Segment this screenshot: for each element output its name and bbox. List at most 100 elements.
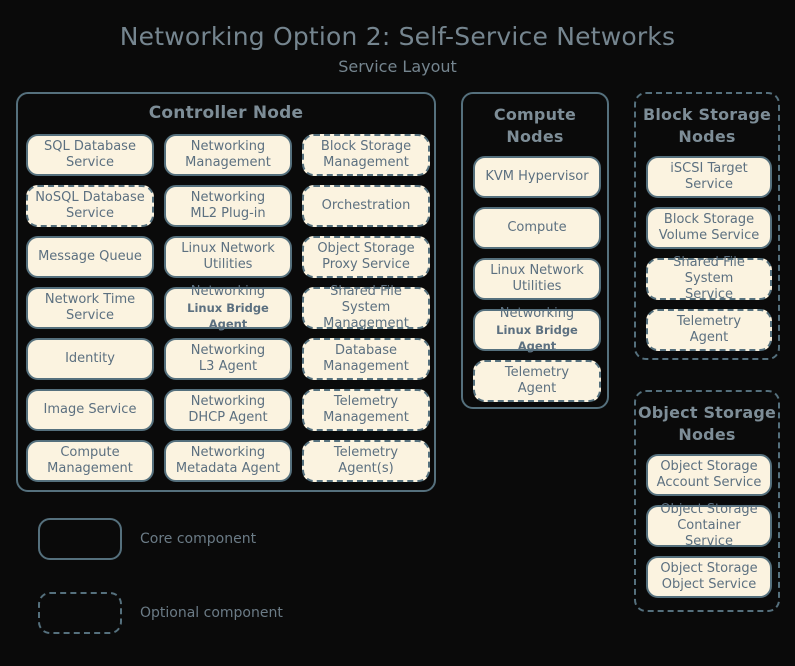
component-label-line2: Management xyxy=(323,316,409,331)
component-label-line2: Volume Service xyxy=(658,228,760,243)
component-label-line1: Block Storage xyxy=(320,139,412,154)
component-label-line1: Compute xyxy=(60,445,120,460)
component-label-line2: L3 Agent xyxy=(198,359,258,374)
page-title: Networking Option 2: Self-Service Networ… xyxy=(119,22,676,51)
component-box[interactable]: Identity xyxy=(26,338,154,380)
component-label-line1: Networking xyxy=(190,190,266,205)
component-label-line1: Telemetry xyxy=(333,394,399,409)
compute-nodes-title: Compute Nodes xyxy=(493,105,577,146)
component-box[interactable]: Message Queue xyxy=(26,236,154,278)
component-label-line2: Object Service xyxy=(661,577,757,592)
component-label-line1: Block Storage xyxy=(663,212,755,227)
component-label-line1: Orchestration xyxy=(321,198,411,213)
component-label-line1: Network Time xyxy=(44,292,136,307)
component-label-line2: Management xyxy=(323,410,409,425)
object-storage-nodes-title: Object Storage Nodes xyxy=(637,403,777,444)
component-box[interactable]: KVM Hypervisor xyxy=(473,156,601,198)
component-label-line1: Image Service xyxy=(43,402,137,417)
component-label-line1: Networking xyxy=(190,343,266,358)
component-label-line1: Networking xyxy=(499,306,575,321)
component-label-line1: Linux Network xyxy=(490,263,584,278)
component-label-line2: Service xyxy=(684,177,734,192)
component-label-line1: Identity xyxy=(65,351,115,366)
component-box[interactable]: Compute xyxy=(473,207,601,249)
legend-row: Core component xyxy=(38,518,378,560)
title-block: Networking Option 2: Self-Service Networ… xyxy=(0,22,795,77)
component-label-line2: Service xyxy=(65,206,115,221)
legend-row: Optional component xyxy=(38,592,378,634)
component-label-line1: NoSQL Database xyxy=(35,190,145,205)
controller-node-title: Controller Node xyxy=(148,103,304,123)
component-label-line2: ML2 Plug-in xyxy=(190,206,266,221)
legend-swatch-core xyxy=(38,518,122,560)
component-label-line1: Object Storage xyxy=(660,561,758,576)
component-label-line1: iSCSI Target xyxy=(670,161,748,176)
component-label-line1: Networking xyxy=(190,284,266,299)
component-label-line2: Service xyxy=(65,308,115,323)
component-label-line2: Utilities xyxy=(512,279,562,294)
component-label-line1: Telemetry xyxy=(504,365,570,380)
component-label-line2: Agent xyxy=(517,381,557,396)
component-label-line1: Networking xyxy=(190,445,266,460)
component-label-line2: Management xyxy=(185,155,271,170)
component-label-line1: Networking xyxy=(190,139,266,154)
component-label-line1: Linux Network xyxy=(181,241,275,256)
component-label-line1: Object Storage xyxy=(660,459,758,474)
component-label-line1: Telemetry xyxy=(333,445,399,460)
block-storage-nodes-title: Block Storage Nodes xyxy=(642,105,772,146)
component-label-line1: Object Storage xyxy=(317,241,415,256)
component-label-line2: Agent(s) xyxy=(338,461,394,476)
component-label-line1: SQL Database xyxy=(44,139,136,154)
component-label-line1: Telemetry xyxy=(676,314,742,329)
component-box[interactable]: Image Service xyxy=(26,389,154,431)
component-label-line2: Proxy Service xyxy=(322,257,410,272)
component-label-line2: Management xyxy=(323,155,409,170)
component-label-line1: Object Storage xyxy=(660,502,758,517)
component-label-line2: Management xyxy=(47,461,133,476)
component-label-line2: Account Service xyxy=(656,475,762,490)
component-label-line1: Compute xyxy=(507,220,567,235)
component-label-line2: Utilities xyxy=(203,257,253,272)
component-label-line2: Linux Bridge Agent xyxy=(187,301,269,331)
component-label-line2: Linux Bridge Agent xyxy=(496,323,578,353)
component-box[interactable]: Orchestration xyxy=(302,185,430,227)
component-label-line1: Message Queue xyxy=(38,249,142,264)
